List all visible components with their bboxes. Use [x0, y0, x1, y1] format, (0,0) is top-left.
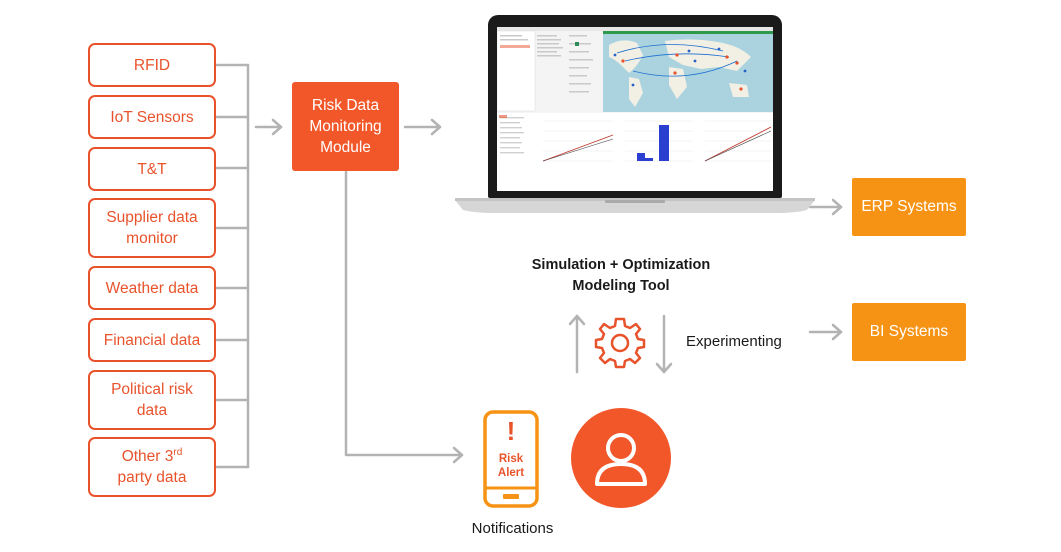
source-label: IoT Sensors	[110, 108, 194, 126]
phone-alert-icon	[483, 410, 539, 508]
source-political-risk: Political risk data	[88, 370, 216, 430]
user-icon	[571, 408, 671, 508]
source-supplier-data: Supplier data monitor	[88, 198, 216, 258]
source-label-line2: party data	[117, 469, 187, 486]
source-label: T&T	[137, 160, 167, 178]
source-financial-data: Financial data	[88, 318, 216, 362]
risk-data-monitoring-module: Risk Data Monitoring Module	[292, 82, 399, 171]
source-rfid: RFID	[88, 43, 216, 87]
source-label-sup: rd	[173, 447, 183, 458]
gear-icon	[594, 317, 646, 369]
down-arrow-icon	[655, 314, 673, 374]
source-third-party: Other 3rd party data	[88, 437, 216, 497]
source-label: Political risk	[111, 381, 193, 398]
tool-caption-line1: Simulation + Optimization	[531, 257, 711, 273]
notifications-label: Notifications	[471, 520, 554, 537]
source-tt: T&T	[88, 147, 216, 191]
erp-systems-label: ERP Systems	[861, 198, 957, 215]
source-iot-sensors: IoT Sensors	[88, 95, 216, 139]
risk-alert-text: Risk Alert	[483, 452, 539, 480]
source-label-line2: data	[136, 402, 168, 419]
experimenting-label: Experimenting	[686, 333, 782, 350]
source-label: Supplier data	[106, 209, 198, 226]
laptop-base	[455, 198, 815, 213]
tool-caption: Simulation + Optimization Modeling Tool	[510, 255, 732, 297]
bi-systems-label: BI Systems	[869, 323, 949, 340]
source-label: RFID	[133, 56, 171, 74]
simulation-tool-screenshot	[497, 27, 773, 191]
source-label: Other 3rd	[122, 446, 183, 467]
risk-alert-line1: Risk	[498, 453, 524, 465]
source-weather-data: Weather data	[88, 266, 216, 310]
up-arrow-icon	[568, 314, 586, 374]
source-label-line2: monitor	[126, 230, 178, 247]
module-label-line2: Monitoring	[309, 118, 382, 135]
module-label-line1: Risk Data	[311, 97, 380, 114]
user-silhouette	[595, 433, 647, 486]
bi-systems-box: BI Systems	[852, 303, 966, 361]
world-map-icon	[603, 34, 773, 112]
source-label: Weather data	[105, 279, 199, 297]
source-label: Financial data	[103, 331, 201, 349]
alert-mark: !	[506, 416, 516, 446]
app-mock	[497, 27, 773, 191]
source-label-text: Other 3	[121, 448, 174, 465]
risk-alert-line2: Alert	[497, 467, 525, 479]
module-label-line3: Module	[320, 139, 371, 156]
tool-caption-line2: Modeling Tool	[572, 278, 670, 294]
laptop-screen-bezel	[488, 15, 782, 198]
erp-systems-box: ERP Systems	[852, 178, 966, 236]
